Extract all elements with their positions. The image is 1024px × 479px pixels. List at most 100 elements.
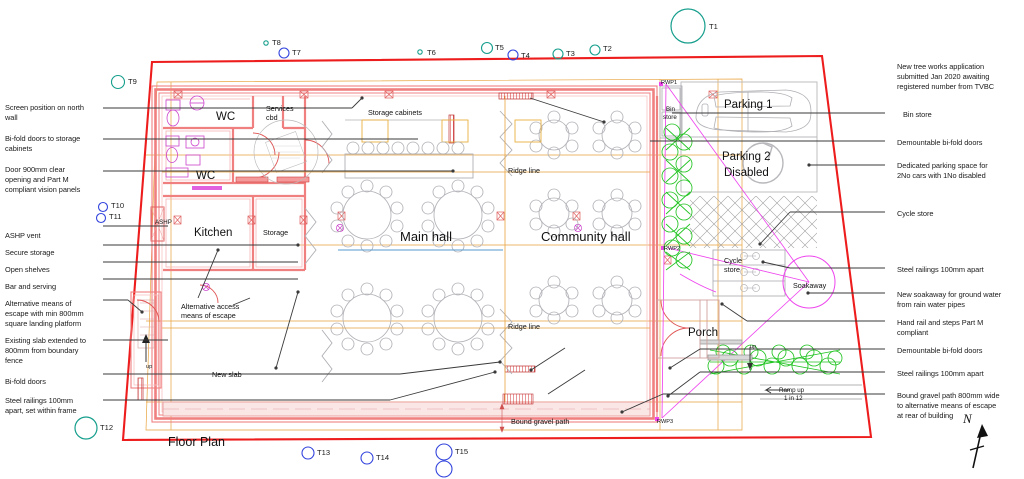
leader-lines-left xyxy=(103,97,605,401)
room-label-disabled: Disabled xyxy=(724,167,769,179)
site-boundary xyxy=(121,54,873,442)
room-label-alternative-access: Alternative access xyxy=(181,302,240,311)
tree-label-t10: T10 xyxy=(111,201,125,210)
annotation-left-0: Screen position on north wall xyxy=(5,103,84,123)
room-label-ashp: ASHP xyxy=(155,219,172,226)
tree-label-t8: T8 xyxy=(272,38,281,47)
tree-marker-t9 xyxy=(110,74,126,90)
room-label-wc: WC xyxy=(216,111,236,123)
tree-marker xyxy=(435,460,453,478)
annotation-left-5: Open shelves xyxy=(5,265,50,274)
tree-markers xyxy=(74,8,706,478)
tree-label-t15: T15 xyxy=(455,447,469,456)
annotation-right-3: Dedicated parking space for 2No cars wit… xyxy=(897,161,988,181)
door-leaves xyxy=(137,92,536,401)
building-walls xyxy=(130,85,658,423)
stair-up-label-0: up xyxy=(146,364,153,370)
room-label-bound-gravel-path: Bound gravel path xyxy=(511,417,570,426)
annotation-left-4: Secure storage xyxy=(5,248,55,257)
tree-label-t4: T4 xyxy=(521,51,530,60)
annotation-left-3: ASHP vent xyxy=(5,231,41,240)
room-label-main-hall: Main hall xyxy=(400,229,453,244)
north-arrow xyxy=(969,424,988,469)
leader-dots-left xyxy=(140,96,606,374)
dimension-lines xyxy=(499,403,505,433)
tree-marker-t8 xyxy=(263,40,269,46)
annotation-left-6: Bar and serving xyxy=(5,282,57,291)
bifold-door-symbols xyxy=(304,110,513,383)
hedge-planting-east xyxy=(661,123,693,271)
room-label-means-of-escape: means of escape xyxy=(181,311,236,320)
room-label-storage-cabinets: Storage cabinets xyxy=(368,108,422,117)
tree-marker-t14 xyxy=(360,451,374,465)
annotation-right-8: Demountable bi-fold doors xyxy=(897,346,983,355)
round-tables-community-hall xyxy=(529,110,642,325)
tree-marker-t5 xyxy=(480,41,494,55)
drainage-runs xyxy=(661,83,810,419)
north-letter: N xyxy=(963,411,972,426)
paving-hatch xyxy=(690,196,817,248)
annotation-right-7: Hand rail and steps Part M compliant xyxy=(897,318,984,338)
room-label-cycle: Cycle xyxy=(724,256,742,265)
tree-marker-t15 xyxy=(435,443,453,461)
tree-marker-t12 xyxy=(74,416,98,440)
annotation-right-5: Steel railings 100mm apart xyxy=(897,265,984,274)
room-label-wc: WC xyxy=(196,170,216,182)
tree-marker-t4 xyxy=(507,49,519,61)
door-swings xyxy=(136,132,690,357)
soakaway xyxy=(782,255,836,309)
tree-label-t2: T2 xyxy=(603,44,612,53)
leader-lines-right xyxy=(547,112,885,413)
annotation-left-7: Alternative means of escape with min 800… xyxy=(5,299,84,329)
annotation-left-9: Bi-fold doors xyxy=(5,377,46,386)
stair-up-label-1: up xyxy=(750,344,757,350)
annotation-right-9: Steel railings 100mm apart xyxy=(897,369,984,378)
rainwater-pipe-label-rwp2: RWP2 xyxy=(664,246,681,252)
rainwater-pipe-label-rwp1: RWP1 xyxy=(661,80,678,86)
room-label-parking-1: Parking 1 xyxy=(724,99,773,111)
tree-marker-t10 xyxy=(97,201,109,213)
room-label-store: store xyxy=(724,265,740,274)
annotation-left-1: Bi-fold doors to storage cabinets xyxy=(5,134,81,154)
internal-partitions xyxy=(163,96,659,412)
leader-dots-right xyxy=(620,163,811,414)
car-symbol xyxy=(695,89,812,133)
tree-label-t11: T11 xyxy=(109,212,122,221)
tree-marker-t11 xyxy=(95,212,107,224)
rainwater-pipe-label-rwp3: RWP3 xyxy=(657,419,674,425)
room-label-kitchen: Kitchen xyxy=(194,227,233,239)
sanitary-fittings xyxy=(165,95,222,190)
tree-marker-t2 xyxy=(589,44,601,56)
annotation-right-10: Bound gravel path 800mm wide to alternat… xyxy=(897,391,1000,421)
room-label-community-hall: Community hall xyxy=(541,229,631,244)
room-label-storage: Storage xyxy=(263,228,289,237)
tree-label-t14: T14 xyxy=(376,453,390,462)
annotation-right-0: New tree works application submitted Jan… xyxy=(897,62,995,92)
room-label-porch: Porch xyxy=(688,327,719,339)
tree-label-t6: T6 xyxy=(427,48,436,57)
tree-label-t7: T7 xyxy=(292,48,301,57)
disabled-symbol xyxy=(742,142,784,184)
tree-label-t13: T13 xyxy=(317,448,331,457)
rwp-markers xyxy=(655,82,665,421)
room-label-ramp-up: Ramp up xyxy=(779,387,805,394)
bin-store xyxy=(659,85,683,139)
services-detail-circle xyxy=(253,119,319,185)
annotation-right-6: New soakaway for ground water from rain … xyxy=(897,290,1002,310)
tree-marker-t7 xyxy=(278,47,290,59)
tree-marker-t3 xyxy=(552,48,564,60)
room-label-ridge-line: Ridge line xyxy=(508,166,540,175)
tree-label-t3: T3 xyxy=(566,49,575,58)
ramp-area xyxy=(699,339,862,400)
round-tables-main-hall xyxy=(330,179,495,356)
tree-label-t9: T9 xyxy=(128,77,137,86)
porch xyxy=(656,299,720,359)
annotation-left-2: Door 900mm clear opening and Part M comp… xyxy=(5,165,81,195)
room-label-new-slab: New slab xyxy=(212,370,242,379)
tree-marker-t1 xyxy=(670,8,706,44)
annotation-left-8: Existing slab extended to 800mm from bou… xyxy=(5,336,86,366)
hedge-planting-south xyxy=(707,344,843,375)
room-label-ridge-line: Ridge line xyxy=(508,322,540,331)
